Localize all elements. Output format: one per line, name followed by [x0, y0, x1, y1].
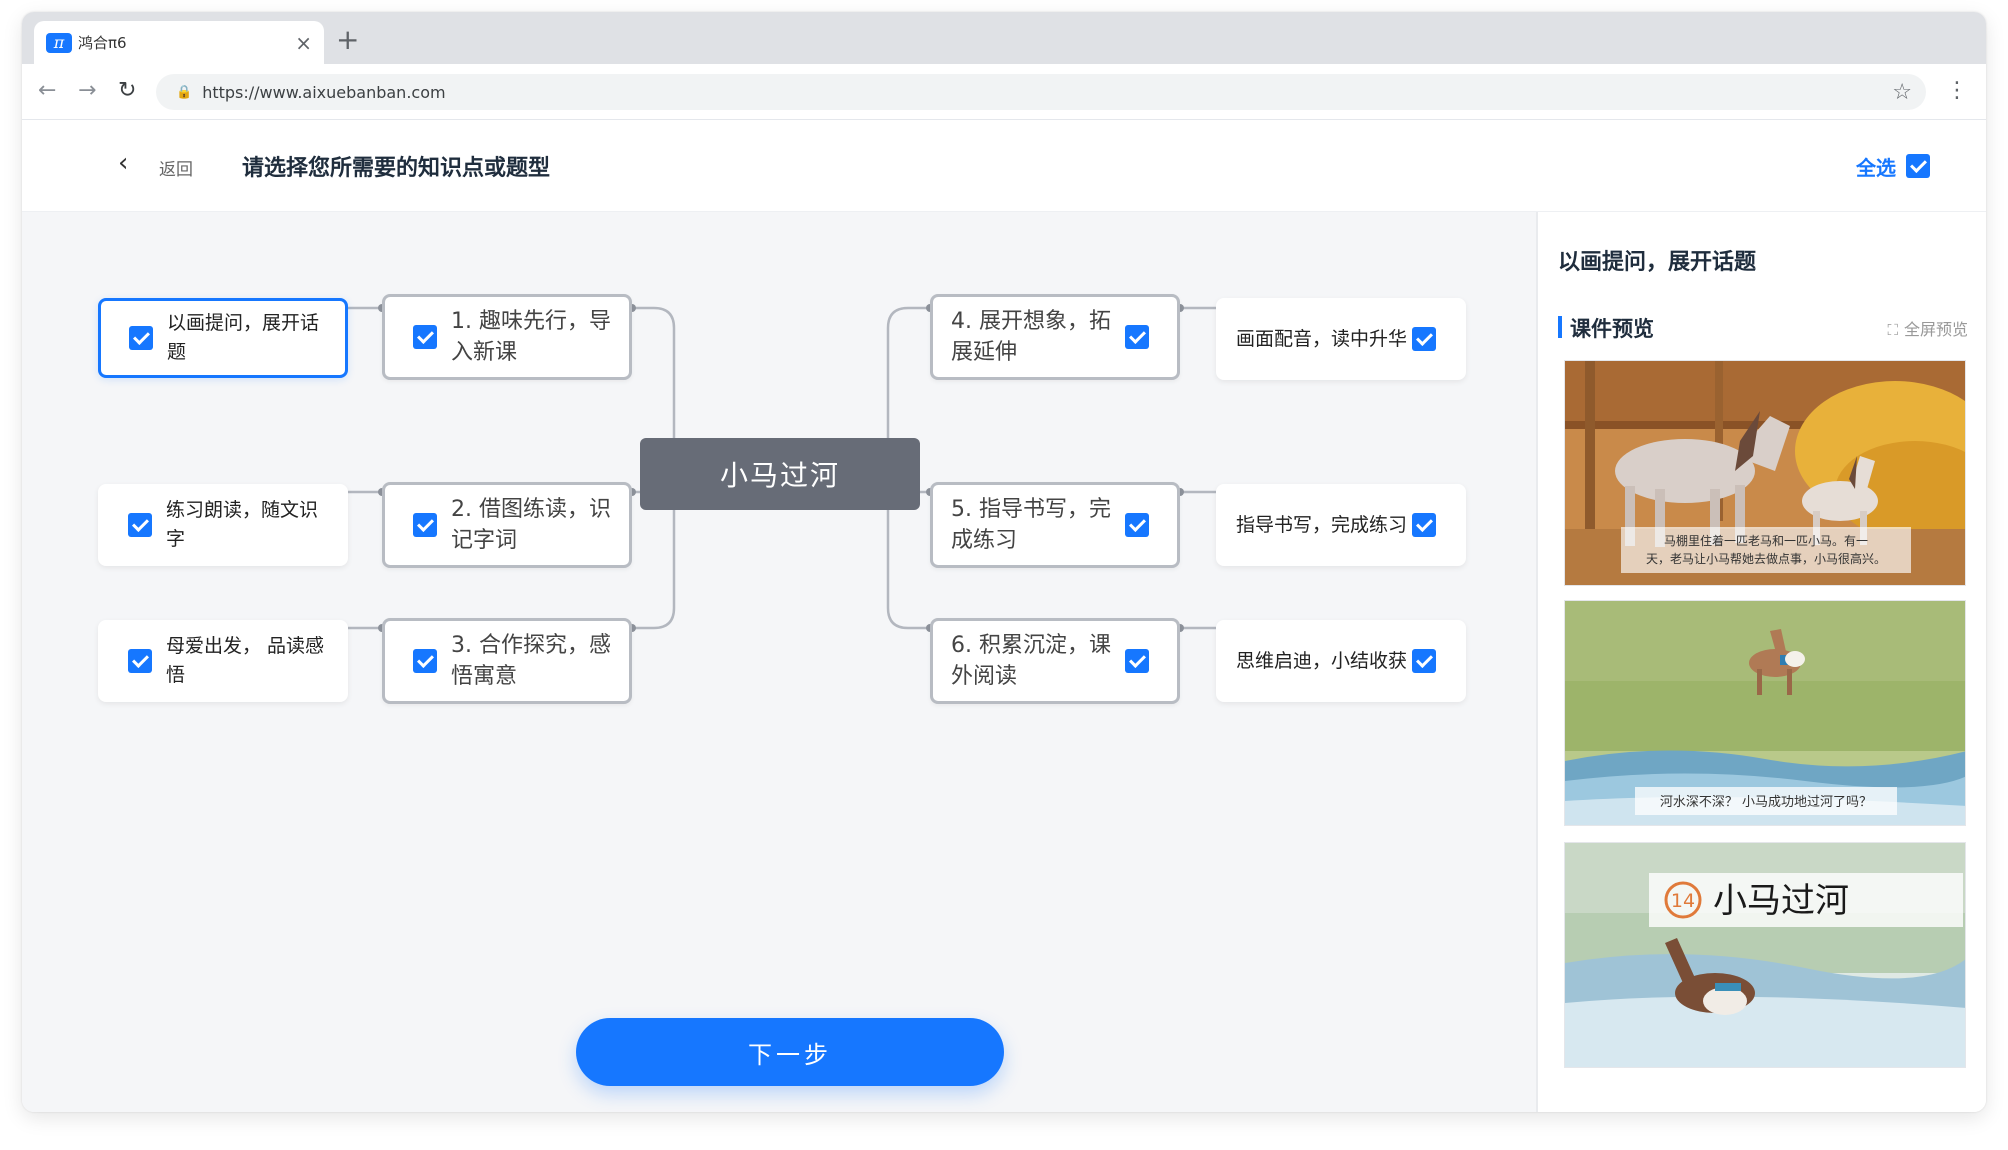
- tab-title: 鸿合π6: [78, 34, 127, 52]
- node-label: 5. 指导书写，完成练习: [951, 497, 1111, 553]
- checkbox-checked-icon[interactable]: [413, 513, 437, 537]
- topic-node-right-2[interactable]: 指导书写，完成练习: [1216, 484, 1466, 566]
- new-tab-icon[interactable]: +: [336, 23, 360, 56]
- node-label: 以画提问，展开话题: [167, 312, 320, 363]
- address-bar[interactable]: 🔒 https://www.aixuebanban.com ☆: [156, 74, 1926, 110]
- page-title: 请选择您所需要的知识点或题型: [242, 156, 551, 181]
- checkbox-checked-icon[interactable]: [1125, 513, 1149, 537]
- preview-label: 课件预览: [1570, 317, 1654, 341]
- checkbox-checked-icon[interactable]: [1412, 327, 1436, 351]
- step-node-4[interactable]: 4. 展开想象，拓展延伸: [930, 294, 1180, 380]
- close-tab-icon[interactable]: ×: [295, 30, 312, 55]
- pi-app-icon: π: [46, 32, 72, 53]
- lesson-cover-illustration: 14 小马过河: [1565, 843, 1965, 1067]
- node-label: 母爱出发， 品读感悟: [166, 635, 325, 686]
- topic-node-right-3[interactable]: 思维启迪，小结收获: [1216, 620, 1466, 702]
- preview-panel: 以画提问，展开话题 课件预览 ⛶ 全屏预览: [1536, 212, 1986, 1112]
- checkbox-checked-icon[interactable]: [413, 325, 437, 349]
- svg-text:河水深不深？ 小马成功地过河了吗？: 河水深不深？ 小马成功地过河了吗？: [1660, 795, 1872, 810]
- select-all-label[interactable]: 全选: [1856, 156, 1896, 180]
- page-header: ‹ 返回 请选择您所需要的知识点或题型 全选: [22, 120, 1986, 212]
- stable-horses-illustration: 马棚里住着一匹老马和一匹小马。有一 天，老马让小马帮她去做点事，小马很高兴。: [1565, 361, 1965, 585]
- step-node-1[interactable]: 1. 趣味先行，导入新课: [382, 294, 632, 380]
- topic-node-left-2[interactable]: 练习朗读，随文识字: [98, 484, 348, 566]
- svg-text:小马过河: 小马过河: [1713, 881, 1849, 921]
- checkbox-checked-icon[interactable]: [1412, 649, 1436, 673]
- topic-node-left-1[interactable]: 以画提问，展开话题: [98, 298, 348, 378]
- node-label: 4. 展开想象，拓展延伸: [951, 309, 1111, 365]
- browser-window: π 鸿合π6 × + ← → ↻ 🔒 https://www.aixuebanb…: [22, 12, 1986, 1112]
- slide-thumbnail-3[interactable]: 14 小马过河: [1564, 842, 1966, 1068]
- node-label: 2. 借图练读，识记字词: [451, 497, 611, 553]
- checkbox-checked-icon[interactable]: [1125, 649, 1149, 673]
- checkbox-checked-icon[interactable]: [128, 513, 152, 537]
- select-all-checkbox[interactable]: [1906, 154, 1930, 182]
- slide-thumbnail-1[interactable]: 马棚里住着一匹老马和一匹小马。有一 天，老马让小马帮她去做点事，小马很高兴。: [1564, 360, 1966, 586]
- svg-text:14: 14: [1671, 890, 1695, 912]
- node-label: 画面配音，读中升华: [1236, 327, 1408, 350]
- chevron-left-icon[interactable]: ‹: [118, 148, 129, 178]
- fullscreen-label: 全屏预览: [1903, 320, 1968, 339]
- accent-bar: [1558, 316, 1562, 338]
- bookmark-star-icon[interactable]: ☆: [1892, 79, 1912, 105]
- preview-header: 课件预览 ⛶ 全屏预览: [1558, 312, 1968, 342]
- svg-text:马棚里住着一匹老马和一匹小马。有一: 马棚里住着一匹老马和一匹小马。有一: [1664, 533, 1868, 548]
- node-label: 练习朗读，随文识字: [166, 499, 319, 550]
- checkbox-checked-icon[interactable]: [128, 649, 152, 673]
- url-text: https://www.aixuebanban.com: [202, 82, 446, 102]
- node-label: 6. 积累沉淀，课外阅读: [951, 633, 1111, 689]
- forward-arrow-icon[interactable]: →: [78, 78, 97, 103]
- next-step-button[interactable]: 下一步: [576, 1018, 1004, 1086]
- node-label: 1. 趣味先行，导入新课: [451, 309, 611, 365]
- lock-icon: 🔒: [176, 84, 193, 100]
- more-menu-icon[interactable]: ⋮: [1946, 78, 1968, 103]
- mindmap-center-node: 小马过河: [640, 438, 920, 510]
- node-label: 指导书写，完成练习: [1236, 513, 1408, 536]
- checkbox-checked-icon[interactable]: [1125, 325, 1149, 349]
- expand-icon: ⛶: [1887, 321, 1898, 339]
- meadow-river-illustration: 河水深不深？ 小马成功地过河了吗？: [1565, 601, 1965, 825]
- fullscreen-preview-link[interactable]: ⛶ 全屏预览: [1887, 316, 1968, 340]
- node-label: 思维启迪，小结收获: [1236, 649, 1408, 672]
- node-label: 3. 合作探究，感悟寓意: [451, 633, 611, 689]
- checkbox-checked-icon[interactable]: [1412, 513, 1436, 537]
- back-link[interactable]: 返回: [159, 160, 193, 180]
- topic-node-left-3[interactable]: 母爱出发， 品读感悟: [98, 620, 348, 702]
- selected-topic-title: 以画提问，展开话题: [1558, 250, 1757, 275]
- step-node-3[interactable]: 3. 合作探究，感悟寓意: [382, 618, 632, 704]
- browser-tab[interactable]: π 鸿合π6 ×: [34, 21, 324, 64]
- mindmap-canvas: 以画提问，展开话题 练习朗读，随文识字 母爱出发， 品读感悟 1. 趣味先行，导…: [22, 212, 1536, 1112]
- browser-toolbar: ← → ↻ 🔒 https://www.aixuebanban.com ☆ ⋮: [22, 64, 1986, 120]
- step-node-6[interactable]: 6. 积累沉淀，课外阅读: [930, 618, 1180, 704]
- slide-thumbnail-2[interactable]: 河水深不深？ 小马成功地过河了吗？: [1564, 600, 1966, 826]
- back-arrow-icon[interactable]: ←: [38, 78, 57, 103]
- step-node-2[interactable]: 2. 借图练读，识记字词: [382, 482, 632, 568]
- topic-node-right-1[interactable]: 画面配音，读中升华: [1216, 298, 1466, 380]
- checkbox-checked-icon[interactable]: [1906, 154, 1930, 178]
- checkbox-checked-icon[interactable]: [413, 649, 437, 673]
- tab-bar: π 鸿合π6 × +: [22, 12, 1986, 64]
- reload-icon[interactable]: ↻: [118, 78, 137, 103]
- checkbox-checked-icon[interactable]: [129, 326, 153, 350]
- svg-text:天，老马让小马帮她去做点事，小马很高兴。: 天，老马让小马帮她去做点事，小马很高兴。: [1646, 551, 1886, 566]
- step-node-5[interactable]: 5. 指导书写，完成练习: [930, 482, 1180, 568]
